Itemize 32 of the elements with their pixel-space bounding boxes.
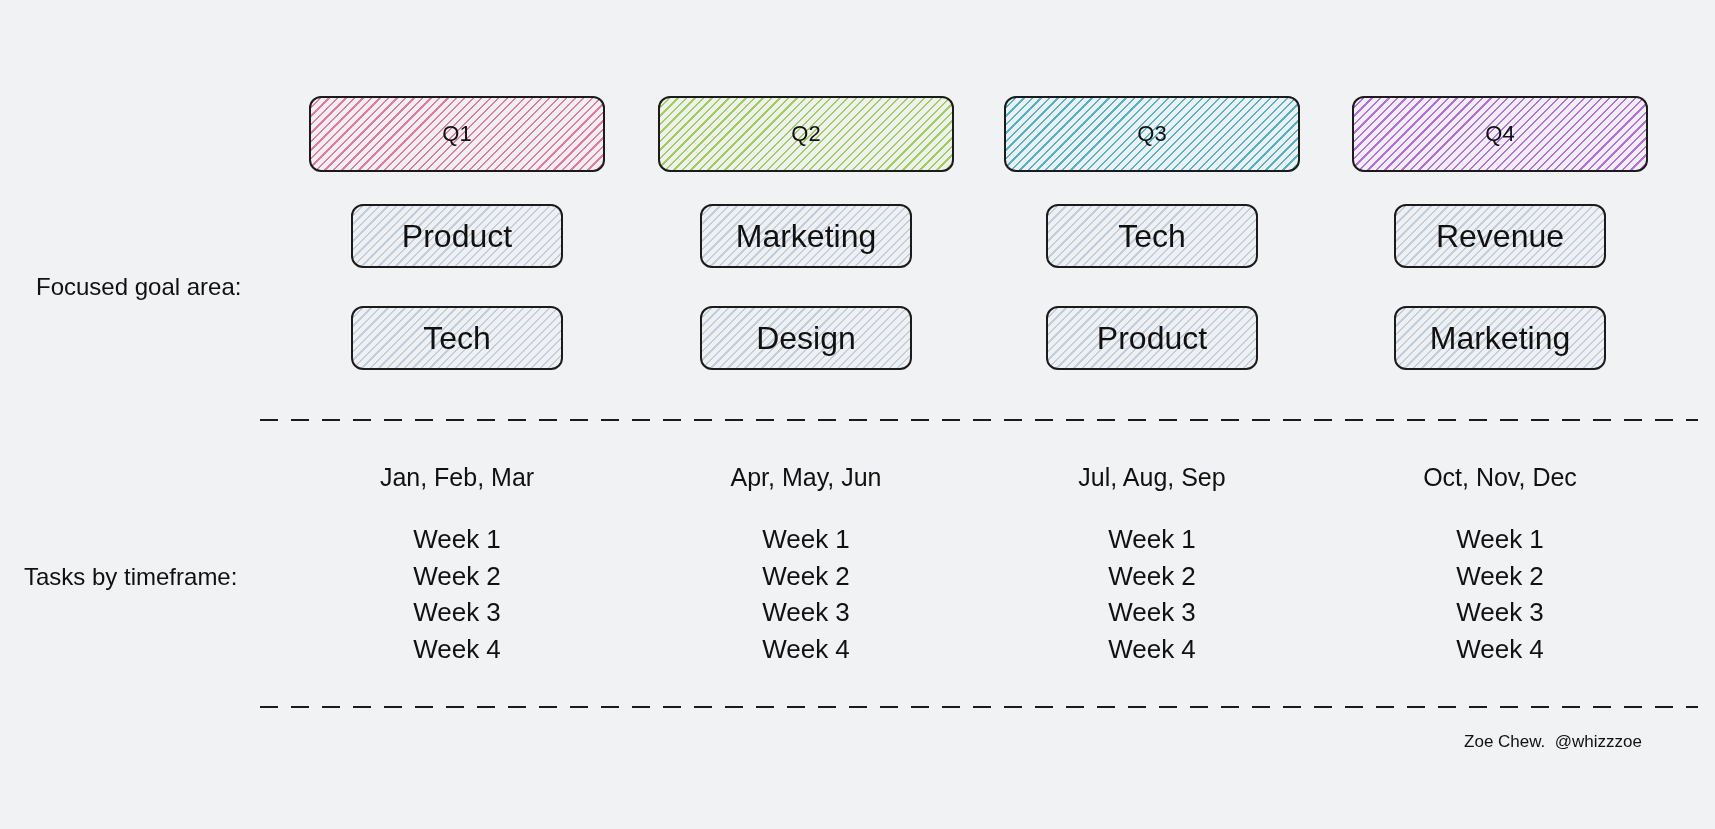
row-heading: Tasks by timeframe: [24,563,238,591]
week-label: Week 4 [413,633,501,665]
week-label: Week 1 [1108,523,1196,555]
goal-area-box: Product [1046,306,1258,370]
week-label: Week 3 [1456,596,1544,628]
goal-area-box: Product [351,204,563,268]
week-label: Week 2 [1108,560,1196,592]
goal-area-box: Tech [1046,204,1258,268]
week-label: Week 1 [762,523,850,555]
row-heading: Focused goal area: [36,273,242,301]
month-range: Jan, Feb, Mar [379,462,535,492]
week-label: Week 2 [413,560,501,592]
goal-area-box: Revenue [1394,204,1606,268]
quarter-box: Q1 [309,96,605,172]
month-range: Oct, Nov, Dec [1423,462,1577,492]
week-label: Week 3 [762,596,850,628]
month-range: Jul, Aug, Sep [1078,462,1226,492]
week-label: Week 4 [762,633,850,665]
week-label: Week 2 [1456,560,1544,592]
goal-area-box: Design [700,306,912,370]
week-label: Week 1 [413,523,501,555]
week-label: Week 3 [413,596,501,628]
week-label: Week 2 [762,560,850,592]
month-range: Apr, May, Jun [730,462,882,492]
week-label: Week 1 [1456,523,1544,555]
goal-area-box: Tech [351,306,563,370]
goal-area-box: Marketing [700,204,912,268]
week-label: Week 3 [1108,596,1196,628]
goal-area-box: Marketing [1394,306,1606,370]
author-credit: Zoe Chew. @whizzzoe [1464,732,1642,752]
week-label: Week 4 [1108,633,1196,665]
week-label: Week 4 [1456,633,1544,665]
